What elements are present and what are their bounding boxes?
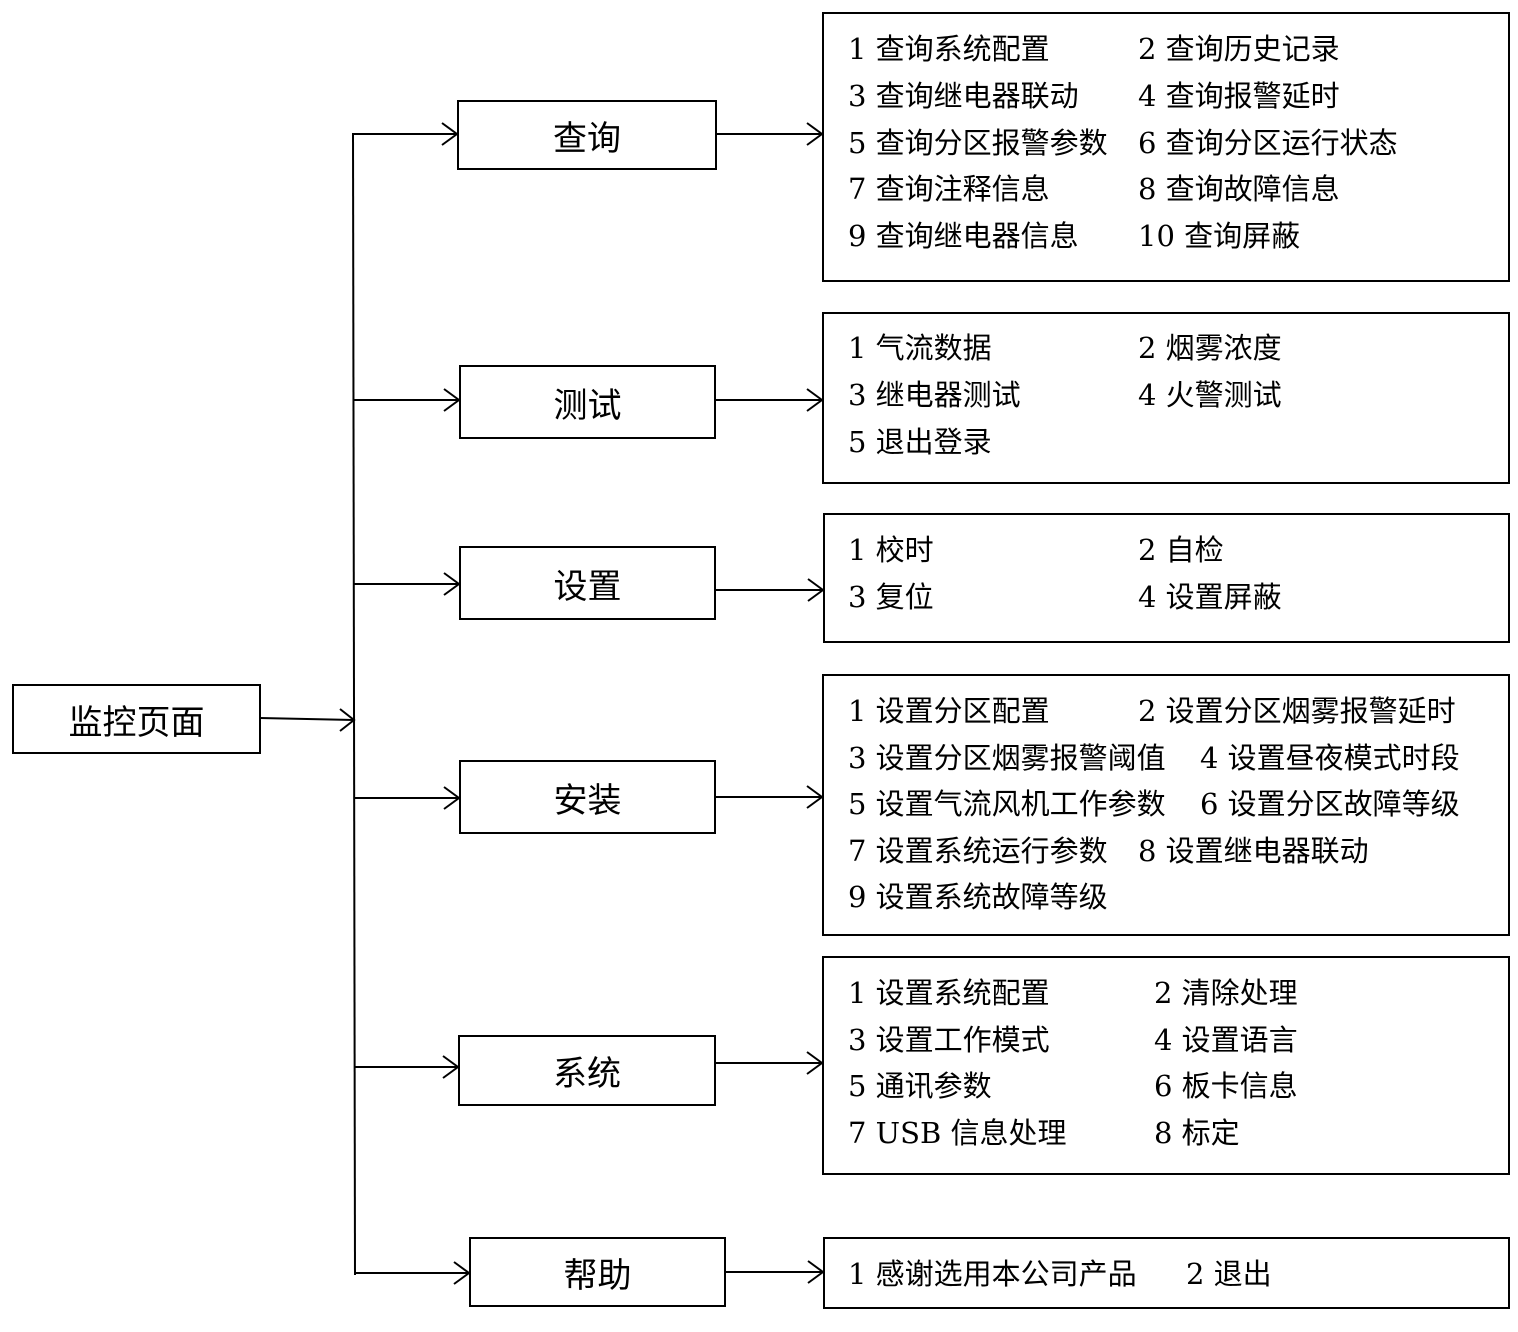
option-item: 4 设置屏蔽 — [1138, 580, 1282, 614]
option-item: 3 查询继电器联动 — [848, 79, 1079, 113]
option-item: 2 烟雾浓度 — [1138, 331, 1282, 365]
option-item: 3 设置分区烟雾报警阈值 — [848, 741, 1166, 775]
option-item: 1 气流数据 — [848, 331, 992, 365]
option-item: 1 设置系统配置 — [848, 976, 1050, 1010]
option-item: 9 设置系统故障等级 — [848, 880, 1108, 914]
option-item: 2 设置分区烟雾报警延时 — [1138, 694, 1456, 728]
branch-node-query: 查询 — [457, 100, 717, 170]
option-item: 6 查询分区运行状态 — [1138, 126, 1398, 160]
option-item: 7 设置系统运行参数 — [848, 834, 1108, 868]
branch-node-install: 安装 — [459, 760, 716, 834]
branch-node-settings: 设置 — [459, 546, 716, 620]
options-box-query: 1 查询系统配置 2 查询历史记录 3 查询继电器联动 4 查询报警延时 5 查… — [822, 12, 1510, 282]
option-item: 2 自检 — [1138, 533, 1224, 567]
root-arrowhead — [339, 708, 356, 732]
option-item: 8 查询故障信息 — [1138, 172, 1340, 206]
root-node: 监控页面 — [12, 684, 261, 754]
option-item: 6 设置分区故障等级 — [1200, 787, 1460, 821]
options-box-system: 1 设置系统配置 2 清除处理 3 设置工作模式 4 设置语言 5 通讯参数 6… — [822, 956, 1510, 1175]
option-item: 8 标定 — [1154, 1116, 1240, 1150]
option-item: 10 查询屏蔽 — [1138, 219, 1301, 253]
option-item: 1 感谢选用本公司产品 — [848, 1257, 1137, 1291]
option-item: 7 查询注释信息 — [848, 172, 1050, 206]
options-box-help: 1 感谢选用本公司产品 2 退出 — [823, 1237, 1510, 1309]
option-item: 2 清除处理 — [1154, 976, 1298, 1010]
option-item: 4 火警测试 — [1138, 378, 1282, 412]
option-item: 8 设置继电器联动 — [1138, 834, 1369, 868]
option-item: 5 退出登录 — [848, 425, 992, 459]
options-box-test: 1 气流数据 2 烟雾浓度 3 继电器测试 4 火警测试 5 退出登录 — [822, 312, 1510, 484]
option-item: 6 板卡信息 — [1154, 1069, 1298, 1103]
options-box-settings: 1 校时 2 自检 3 复位 4 设置屏蔽 — [823, 513, 1510, 643]
option-item: 2 退出 — [1186, 1257, 1272, 1291]
option-item: 5 设置气流风机工作参数 — [848, 787, 1166, 821]
option-item: 3 复位 — [848, 580, 934, 614]
branch-node-system: 系统 — [458, 1035, 716, 1106]
trunk-line — [352, 132, 356, 1276]
branch-node-help: 帮助 — [469, 1237, 726, 1307]
options-box-install: 1 设置分区配置 2 设置分区烟雾报警延时 3 设置分区烟雾报警阈值 4 设置昼… — [822, 674, 1510, 936]
option-item: 4 查询报警延时 — [1138, 79, 1340, 113]
option-item: 7 USB 信息处理 — [848, 1116, 1067, 1150]
option-item: 2 查询历史记录 — [1138, 32, 1340, 66]
option-item: 4 设置语言 — [1154, 1023, 1298, 1057]
root-connector — [259, 717, 355, 721]
option-item: 1 查询系统配置 — [848, 32, 1050, 66]
option-item: 5 查询分区报警参数 — [848, 126, 1108, 160]
option-item: 3 设置工作模式 — [848, 1023, 1050, 1057]
option-item: 3 继电器测试 — [848, 378, 1021, 412]
option-item: 4 设置昼夜模式时段 — [1200, 741, 1460, 775]
option-item: 1 设置分区配置 — [848, 694, 1050, 728]
option-item: 5 通讯参数 — [848, 1069, 992, 1103]
option-item: 9 查询继电器信息 — [848, 219, 1079, 253]
branch-node-test: 测试 — [459, 365, 716, 439]
option-item: 1 校时 — [848, 533, 934, 567]
